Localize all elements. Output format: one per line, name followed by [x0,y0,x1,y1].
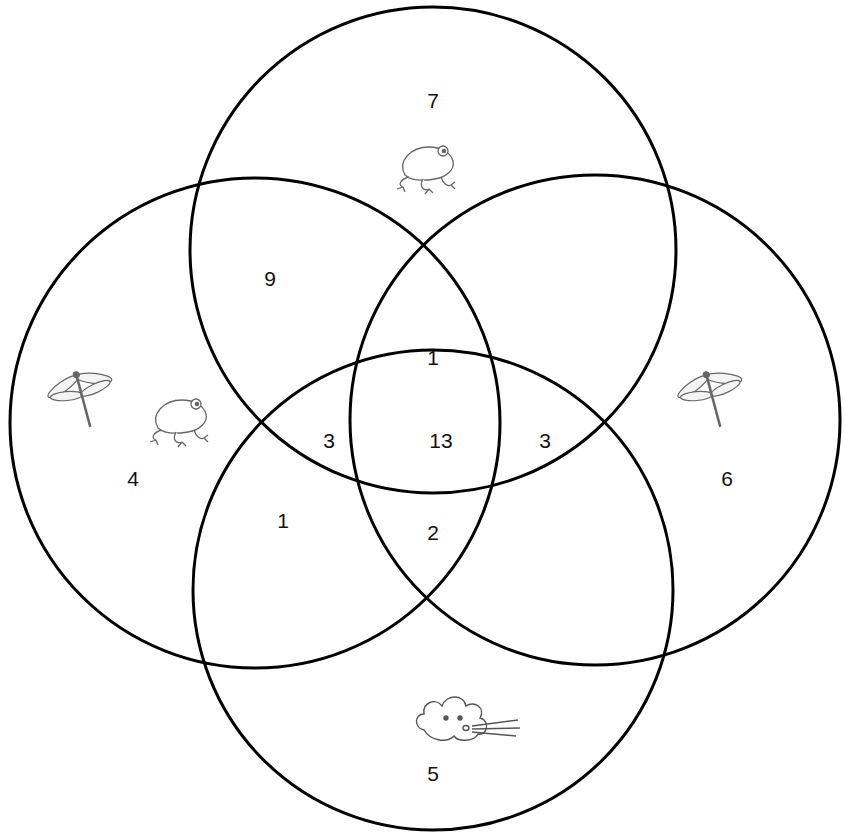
dragonfly-icon [672,363,754,436]
region-count: 4 [127,468,139,489]
right-circle [350,175,840,665]
region-count: 6 [721,468,733,489]
region-count: 1 [427,347,439,368]
region-count: 3 [323,430,335,451]
region-count: 1 [277,510,289,531]
region-count: 7 [427,90,439,111]
region-count: 3 [539,430,551,451]
frog-icon [150,399,208,447]
wind-icon [417,697,521,740]
bottom-circle [193,350,673,830]
region-count: 5 [427,763,439,784]
dragonfly-icon [42,363,124,436]
left-circle [10,178,500,668]
region-count: 13 [429,430,452,451]
region-count: 9 [264,268,276,289]
region-count: 2 [427,522,439,543]
frog-icon [397,146,455,194]
